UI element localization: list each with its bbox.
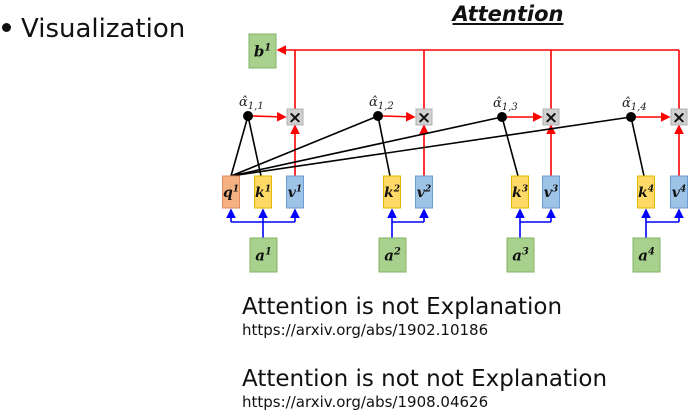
black-line-k4-to-alpha4 (630, 116, 645, 177)
red-arrow-alpha2-to-mult (382, 111, 416, 122)
value-v1-box: v1 (286, 175, 304, 209)
multiply-icon-3: × (544, 108, 558, 128)
black-line-k3-to-alpha3 (501, 116, 519, 177)
input-a2-box-rect (378, 237, 407, 273)
alpha-label-3: α̂1,3 (493, 96, 518, 113)
value-v4-box: v4 (670, 175, 688, 209)
paper-1: Attention is not Explanation https://arx… (242, 294, 562, 340)
key-k2-box-rect (383, 175, 401, 209)
black-line-q1-to-alpha1 (230, 115, 249, 177)
black-line-q1-to-alpha2 (230, 115, 379, 177)
multiply-box-4-rect (670, 108, 688, 126)
alpha-dot-1 (243, 111, 253, 121)
multiply-box-3: × (542, 108, 560, 128)
black-line-q1-to-alpha3 (230, 116, 503, 177)
key-k3-box: k3 (511, 175, 529, 209)
alpha-dot-2 (373, 111, 383, 121)
key-k1-box: k1 (254, 175, 272, 209)
paper-1-title: Attention is not Explanation (242, 294, 563, 320)
black-line-k2-to-alpha2 (377, 115, 391, 177)
value-v3-box-rect (542, 175, 560, 209)
alpha-label-2: α̂1,2 (369, 95, 394, 112)
multiply-icon-1: × (288, 108, 302, 128)
diagram-title: Attention (452, 2, 564, 26)
key-k4-box: k4 (637, 175, 655, 209)
value-v2-box-rect (415, 175, 433, 209)
connection-lines (226, 45, 684, 238)
alpha-dot-3 (497, 112, 507, 122)
multiply-icon-4: × (672, 108, 686, 128)
multiply-box-1: × (286, 108, 304, 128)
value-v1-box-rect (286, 175, 304, 209)
input-a4-box-rect (632, 237, 661, 273)
alpha-dot-4 (626, 112, 636, 122)
input-a1-box: a1 (249, 237, 278, 273)
output-b1-box: b1 (248, 33, 277, 69)
alpha-label-1: α̂1,1 (239, 95, 264, 112)
multiply-icon-2: × (417, 108, 431, 128)
value-v4-box-rect (670, 175, 688, 209)
red-arrow-alpha1-to-mult (252, 111, 287, 122)
black-line-k1-to-alpha1 (247, 115, 262, 177)
input-a3-box-rect (506, 237, 535, 273)
paper-2-title: Attention is not not Explanation (242, 366, 608, 392)
input-a4-box: a4 (632, 237, 661, 273)
black-line-q1-to-alpha4 (230, 116, 632, 177)
paper-2-url[interactable]: https://arxiv.org/abs/1908.04626 (242, 393, 489, 411)
bullet-dot-icon (2, 22, 11, 32)
alpha-label-4: α̂1,4 (622, 96, 647, 113)
paper-2: Attention is not not Explanation https:/… (242, 366, 607, 412)
bullet-visualization: Visualization (2, 14, 185, 44)
input-a1-box-rect (249, 237, 278, 273)
value-v2-box: v2 (415, 175, 433, 209)
key-k2-box: k2 (383, 175, 401, 209)
input-a2-box: a2 (378, 237, 407, 273)
value-v3-box: v3 (542, 175, 560, 209)
bullet-text: Visualization (21, 14, 186, 44)
output-b1-box-rect (248, 33, 277, 69)
paper-1-url[interactable]: https://arxiv.org/abs/1902.10186 (242, 321, 489, 339)
key-k4-box-rect (637, 175, 655, 209)
query-q1-box: q1 (222, 175, 240, 209)
multiply-box-1-rect (286, 108, 304, 126)
key-k1-box-rect (254, 175, 272, 209)
multiply-box-2: × (415, 108, 433, 128)
input-a3-box: a3 (506, 237, 535, 273)
multiply-box-2-rect (415, 108, 433, 126)
multiply-box-4: × (670, 108, 688, 128)
query-q1-box-rect (222, 175, 240, 209)
key-k3-box-rect (511, 175, 529, 209)
multiply-box-3-rect (542, 108, 560, 126)
